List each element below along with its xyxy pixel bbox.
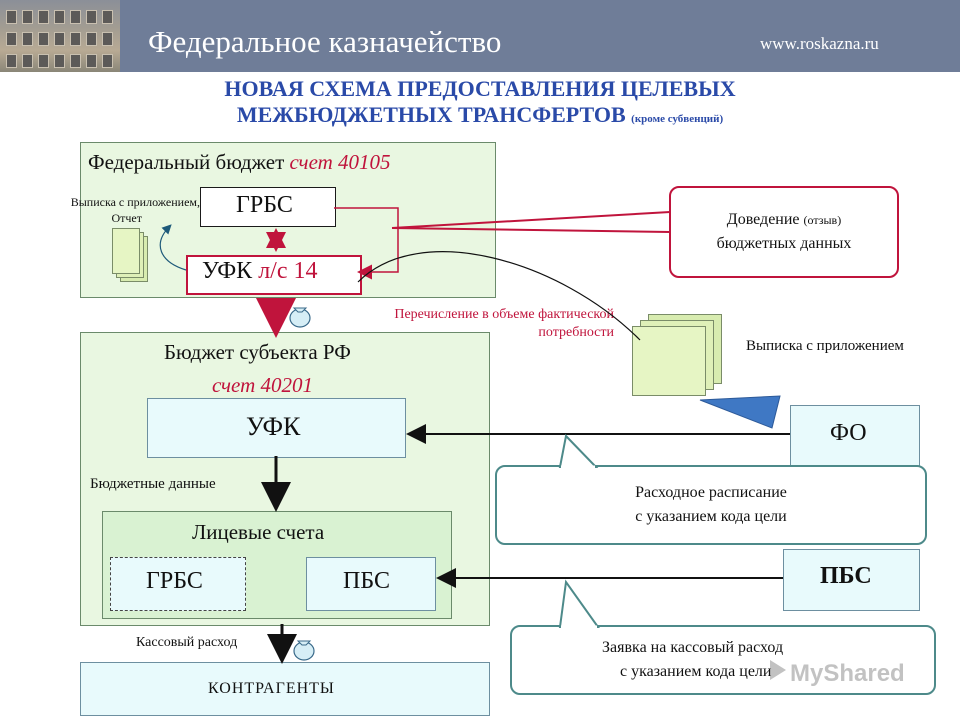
transfer-note-line2: потребности [538,325,614,340]
notice-line1-small: (отзыв) [803,213,842,227]
money-bag-icon-top [289,307,311,328]
schedule-callout-text: Расходное расписание с указанием кода це… [497,481,925,529]
federal-grbs-label: ГРБС [236,192,293,218]
region-title: Бюджет субъекта РФ [164,340,351,364]
document-stack-large-front [632,326,706,396]
counterparties-box [80,662,490,716]
fo-documents-pointer [699,395,781,429]
request-callout [510,625,936,695]
federal-budget-title: Федеральный бюджет счет 40105 [88,150,391,175]
schedule-callout-tail [558,433,599,468]
notice-callout [669,186,899,278]
request-callout-tail [558,579,600,628]
fo-box [790,405,920,467]
accounts-title: Лицевые счета [192,520,325,544]
slide-title-note: (кроме субвенций) [631,113,724,125]
notice-line1-main: Доведение [726,211,800,228]
grbs-ufk-bracket [334,207,399,280]
budget-data-label: Бюджетные данные [90,476,216,492]
extract-return-arrow [159,224,187,271]
slide-title: НОВАЯ СХЕМА ПРЕДОСТАВЛЕНИЯ ЦЕЛЕВЫХ МЕЖБЮ… [100,76,860,132]
counterparties-label: КОНТРАГЕНТЫ [208,680,335,697]
accounts-grbs-label: ГРБС [146,568,203,594]
money-bag-icon-bottom [293,640,315,661]
region-ufk-label: УФК [246,412,301,441]
notice-pointer-1 [391,211,671,229]
header-url[interactable]: www.roskazna.ru [760,34,879,53]
document-stack-small-front [112,228,140,274]
region-account: счет 40201 [212,373,314,397]
notice-line2: бюджетных данных [716,235,852,252]
request-line2: с указанием кода цели [620,663,772,680]
region-ufk-box [147,398,406,458]
watermark-logo: MyShared [790,660,905,687]
federal-extract-note-line1: Выписка с приложением, [70,195,200,209]
federal-extract-note-line2: Отчет [111,211,142,225]
slide-title-line2: МЕЖБЮДЖЕТНЫХ ТРАНСФЕРТОВ [236,102,626,127]
header-bar [0,0,960,72]
schedule-line1: Расходное расписание [635,484,787,501]
building-photo [0,0,120,72]
federal-title-text: Федеральный бюджет [88,150,285,174]
accounts-grbs-box [110,557,246,611]
federal-ufk-label: УФК л/с 14 [202,258,317,285]
pbs-right-box [783,549,920,611]
watermark-play-icon [770,660,786,680]
slide-title-line1: НОВАЯ СХЕМА ПРЕДОСТАВЛЕНИЯ ЦЕЛЕВЫХ [224,76,736,101]
accounts-pbs-box [306,557,436,611]
federal-grbs-box [200,187,336,227]
fo-label: ФО [830,420,867,446]
federal-ufk-account: л/с 14 [258,258,318,284]
slide-title-line2-wrap: МЕЖБЮДЖЕТНЫХ ТРАНСФЕРТОВ (кроме субвенци… [100,102,860,132]
cash-expense-label: Кассовый расход [136,635,238,650]
federal-ufk-text: УФК [202,258,253,284]
request-callout-text: Заявка на кассовый расход с указанием ко… [512,636,934,684]
federal-account: счет 40105 [289,150,391,174]
ufk-to-documents-curve [357,251,641,341]
pbs-right-label: ПБС [820,563,872,589]
request-line1: Заявка на кассовый расход [602,639,784,656]
extract-right-label: Выписка с приложением [746,338,904,354]
transfer-note: Перечисление в объеме фактической потреб… [322,306,614,342]
transfer-note-line1: Перечисление в объеме фактической [394,307,614,322]
federal-extract-note: Выписка с приложением, Отчет [32,194,200,226]
schedule-line2: с указанием кода цели [635,508,787,525]
header-title: Федеральное казначейство [148,24,502,59]
schedule-callout [495,465,927,545]
accounts-pbs-label: ПБС [343,568,390,594]
notice-callout-text: Доведение (отзыв) бюджетных данных [671,208,897,256]
notice-pointer-2 [391,227,671,233]
